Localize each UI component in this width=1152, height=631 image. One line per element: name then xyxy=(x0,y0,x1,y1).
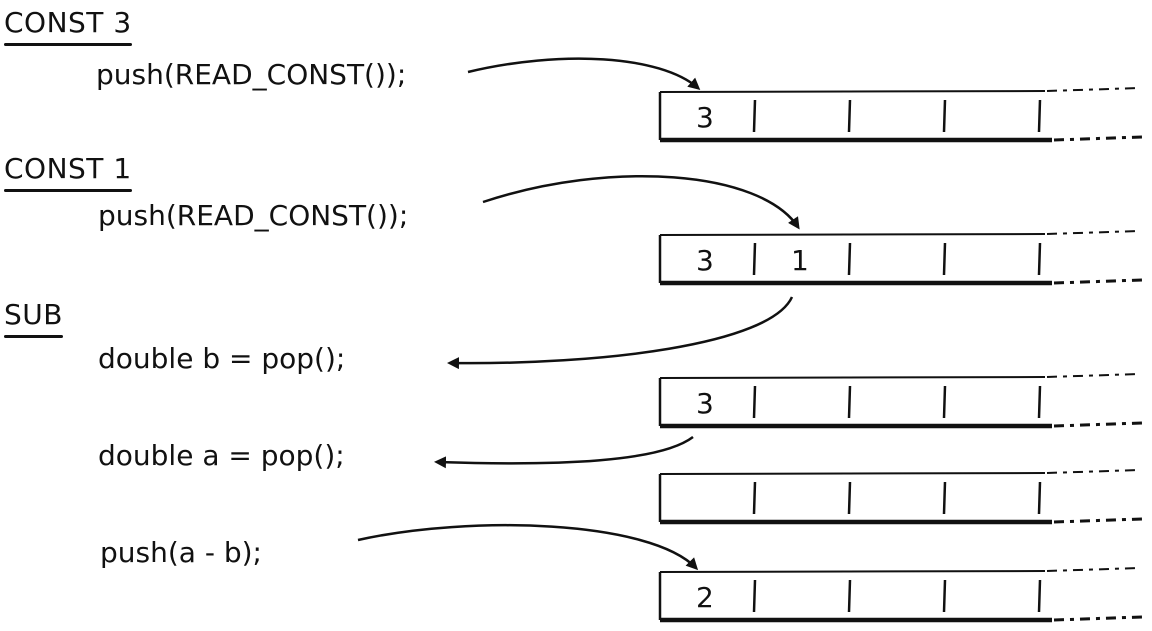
stack-top-dashed xyxy=(1046,230,1141,235)
stack-top-edge xyxy=(659,570,1046,573)
stack-array: 3 xyxy=(658,87,1143,143)
stack-bottom-dashed xyxy=(1053,278,1143,285)
stack-top-dashed xyxy=(1046,87,1141,92)
code-line-push-read-const-1: push(READ_CONST()); xyxy=(96,58,407,91)
arrow-pop-a xyxy=(434,436,694,469)
stack-cell-divider xyxy=(847,385,852,419)
heading-underline xyxy=(4,189,132,192)
stack-top-dashed xyxy=(1046,469,1141,474)
stack-top-edge xyxy=(659,233,1046,236)
stack-top-edge xyxy=(659,376,1046,379)
code-line-push-read-const-2: push(READ_CONST()); xyxy=(98,199,409,232)
stack-cell-divider xyxy=(847,481,852,515)
stack-cell-divider xyxy=(942,481,947,515)
stack-cell-value: 3 xyxy=(696,244,714,277)
stack-cell-divider xyxy=(942,579,947,613)
code-line-push-a-minus-b: push(a - b); xyxy=(100,536,262,569)
heading-underline xyxy=(4,43,132,46)
stack-bottom-dashed xyxy=(1053,615,1143,622)
stack-top-dashed xyxy=(1046,373,1141,378)
stack-cell-divider xyxy=(942,99,947,133)
stack-cell-value: 3 xyxy=(696,387,714,420)
arrow-push-result xyxy=(357,523,699,571)
stack-cell-value: 3 xyxy=(696,101,714,134)
op-heading-label: SUB xyxy=(4,298,63,331)
stack-top-dashed xyxy=(1046,567,1141,572)
op-heading-const-1: CONST 1 xyxy=(4,152,132,192)
stack-cell-divider xyxy=(942,385,947,419)
code-line-pop-b: double b = pop(); xyxy=(98,342,346,375)
stack-cell-value: 1 xyxy=(791,244,809,277)
stack-cell-divider xyxy=(752,579,757,613)
op-heading-label: CONST 1 xyxy=(4,152,132,185)
code-line-pop-a: double a = pop(); xyxy=(98,439,345,472)
stack-cell-divider xyxy=(942,242,947,276)
stack-array: 2 xyxy=(658,567,1143,623)
stack-bottom-dashed xyxy=(1053,517,1143,524)
arrow-push-const-3 xyxy=(467,57,701,90)
stack-cell-divider xyxy=(752,242,757,276)
stack-cell-divider xyxy=(1037,242,1042,276)
stack-cell-divider xyxy=(1037,99,1042,133)
stack-cell-value: 2 xyxy=(696,581,714,614)
op-heading-sub: SUB xyxy=(4,298,63,338)
stack-array xyxy=(658,469,1143,525)
stack-cell-divider xyxy=(847,579,852,613)
stack-cell-divider xyxy=(752,99,757,133)
op-heading-const-3: CONST 3 xyxy=(4,6,132,46)
stack-cell-divider xyxy=(1037,385,1042,419)
stack-cell-divider xyxy=(752,481,757,515)
op-heading-label: CONST 3 xyxy=(4,6,132,39)
stack-top-edge xyxy=(659,90,1046,93)
stack-cell-divider xyxy=(847,99,852,133)
stack-cell-divider xyxy=(1037,481,1042,515)
stack-cell-divider xyxy=(847,242,852,276)
arrow-pop-b xyxy=(447,296,794,370)
stack-cell-divider xyxy=(752,385,757,419)
arrow-push-const-1 xyxy=(482,174,800,230)
stack-array: 3 xyxy=(658,373,1143,429)
stack-bottom-dashed xyxy=(1053,421,1143,428)
stack-cell-divider xyxy=(1037,579,1042,613)
stack-top-edge xyxy=(659,472,1046,475)
stack-bottom-dashed xyxy=(1053,135,1143,142)
heading-underline xyxy=(4,335,63,338)
